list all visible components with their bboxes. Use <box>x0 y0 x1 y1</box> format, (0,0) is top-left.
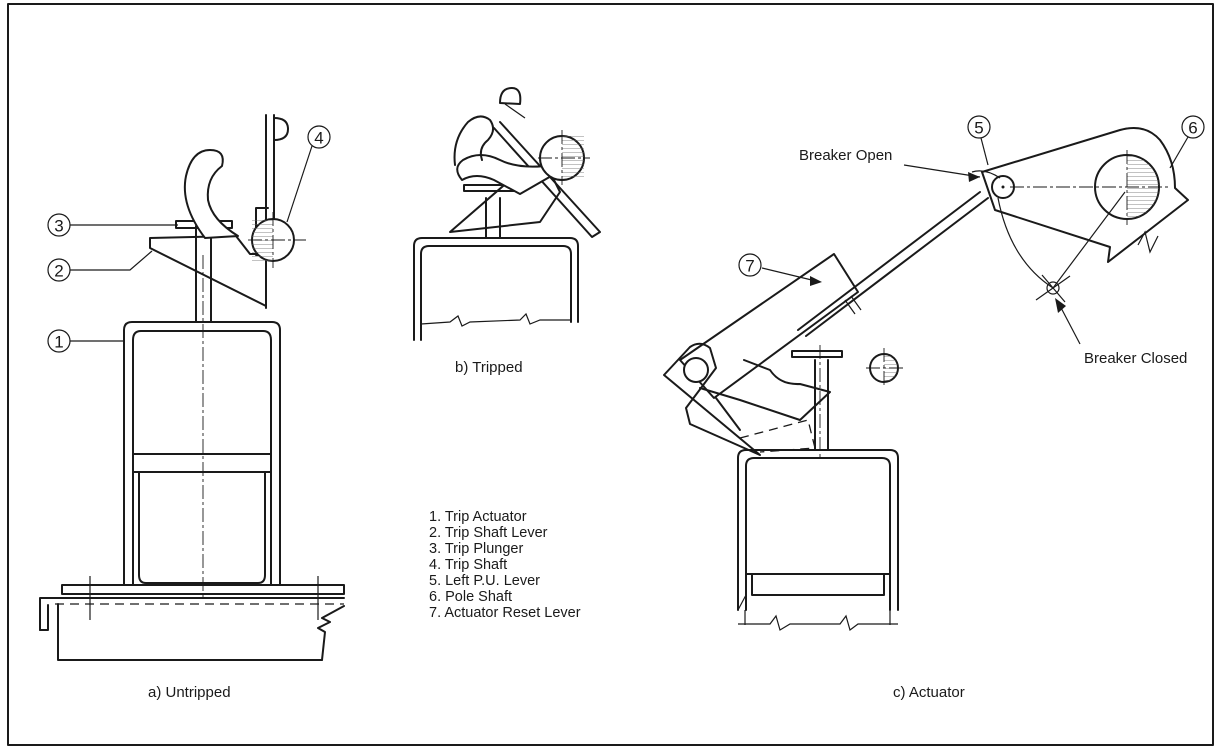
callout-3: 3 <box>47 213 178 237</box>
figure-frame <box>7 3 1214 746</box>
svg-text:7: 7 <box>745 257 754 276</box>
legend: 1. Trip Actuator 2. Trip Shaft Lever 3. … <box>429 509 581 621</box>
trip-shaft-lever <box>149 235 267 307</box>
legend-item: 2. Trip Shaft Lever <box>429 525 548 541</box>
legend-item: 5. Left P.U. Lever <box>429 573 540 589</box>
actuator-body-c <box>737 449 899 611</box>
legend-item: 4. Trip Shaft <box>429 557 507 573</box>
svg-text:5: 5 <box>974 119 983 138</box>
svg-text:1: 1 <box>54 333 63 352</box>
caption-untripped: a) Untripped <box>148 684 231 701</box>
callout-5: 5 <box>967 115 991 166</box>
callout-1: 1 <box>47 329 124 353</box>
caption-actuator: c) Actuator <box>893 684 965 701</box>
left-pu-lever <box>981 127 1189 263</box>
actuator-hook <box>183 149 239 239</box>
view-untripped <box>39 114 345 661</box>
trip-actuator-body <box>123 321 281 586</box>
legend-item: 1. Trip Actuator <box>429 509 527 525</box>
svg-text:4: 4 <box>314 129 323 148</box>
label-breaker-closed: Breaker Closed <box>1084 350 1187 367</box>
callout-7: 7 <box>738 253 822 286</box>
callout-4: 4 <box>286 125 331 223</box>
legend-item: 7. Actuator Reset Lever <box>429 605 581 621</box>
legend-item: 6. Pole Shaft <box>429 589 512 605</box>
callout-6: 6 <box>1169 115 1205 169</box>
svg-text:3: 3 <box>54 217 63 236</box>
legend-item: 3. Trip Plunger <box>429 541 523 557</box>
view-actuator <box>663 127 1189 632</box>
label-breaker-open: Breaker Open <box>799 147 892 164</box>
callout-2: 2 <box>47 250 153 282</box>
caption-tripped: b) Tripped <box>455 359 523 376</box>
tripped-actuator-body <box>413 237 579 341</box>
view-tripped <box>413 87 601 341</box>
svg-text:2: 2 <box>54 262 63 281</box>
svg-text:6: 6 <box>1188 119 1197 138</box>
